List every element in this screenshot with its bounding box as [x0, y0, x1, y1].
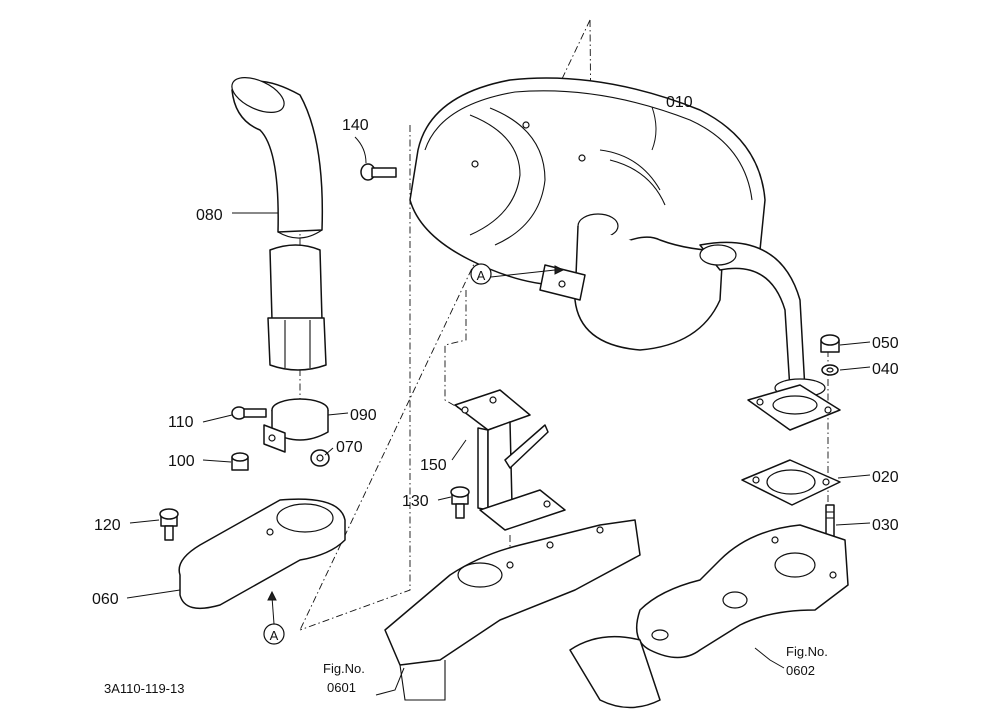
- cover-plate-060: [178, 498, 346, 610]
- callout-010: 010: [666, 94, 693, 111]
- leader-lines: [126, 106, 871, 696]
- callout-120: 120: [94, 517, 121, 534]
- callout-100: 100: [168, 453, 195, 470]
- callout-060: 060: [92, 591, 119, 608]
- callout-090: 090: [350, 407, 377, 424]
- bolt-140: [360, 163, 397, 181]
- callout-080: 080: [196, 207, 223, 224]
- callout-050: 050: [872, 335, 899, 352]
- marker-a-upper: A: [470, 263, 565, 285]
- callout-030: 030: [872, 517, 899, 534]
- muffler-010: [409, 77, 826, 398]
- gasket-020: [741, 459, 841, 506]
- callout-110: 110: [168, 414, 194, 431]
- callout-020: 020: [872, 469, 899, 486]
- callout-labels: 010 020 030 040 050 060 070 080 090 100 …: [92, 94, 899, 608]
- fig-ref-0602: Fig.No. 0602: [786, 644, 828, 678]
- bracket-150: [454, 389, 566, 531]
- spacer-100: [231, 452, 249, 471]
- marker-a-lower: A: [263, 590, 285, 645]
- pipe-flange: [747, 384, 841, 431]
- tail-pipe-080: [231, 77, 327, 371]
- callout-070: 070: [336, 439, 363, 456]
- callout-140: 140: [342, 117, 369, 134]
- callout-040: 040: [872, 361, 899, 378]
- nut-070: [310, 449, 330, 467]
- callout-150: 150: [420, 457, 447, 474]
- marker-a-upper-text: A: [477, 268, 486, 283]
- bolt-130: [450, 486, 470, 519]
- exhaust-manifold-0602: [569, 524, 849, 709]
- fig-ref-0601-label: Fig.No.: [323, 661, 365, 676]
- washer-040: [821, 364, 839, 376]
- fig-ref-0601-number: 0601: [327, 680, 356, 695]
- bolt-120: [159, 508, 179, 541]
- nut-050: [820, 334, 840, 353]
- clamp-090: [263, 398, 329, 453]
- marker-a-lower-text: A: [270, 628, 279, 643]
- bolt-110: [231, 406, 267, 420]
- fig-ref-0602-number: 0602: [786, 663, 815, 678]
- drawing-id: 3A110-119-13: [104, 681, 184, 696]
- fig-ref-0602-label: Fig.No.: [786, 644, 828, 659]
- intake-manifold-0601: [384, 519, 641, 701]
- callout-130: 130: [402, 493, 429, 510]
- fig-ref-0601: Fig.No. 0601: [323, 661, 365, 695]
